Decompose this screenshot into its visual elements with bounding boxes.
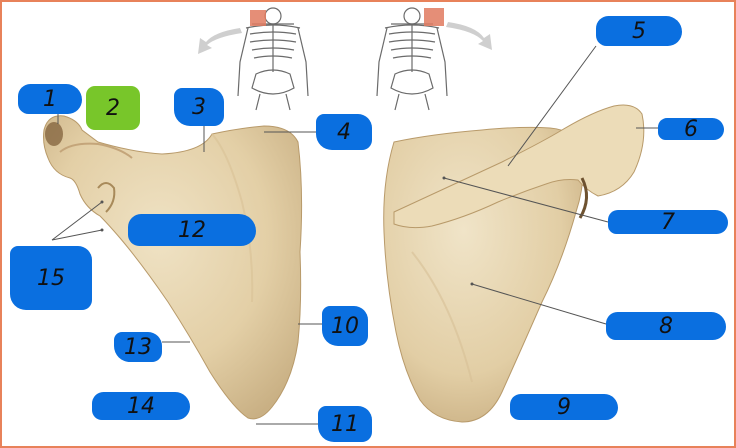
marker-dots (100, 176, 474, 286)
rotation-arrow-icon (198, 22, 492, 54)
leader-lines (51, 45, 660, 425)
label-3[interactable]: 3 (174, 88, 224, 126)
label-15[interactable]: 15 (10, 246, 92, 310)
label-1[interactable]: 1 (18, 84, 82, 114)
label-14[interactable]: 14 (92, 392, 190, 420)
scapula-anterior-view (43, 115, 303, 420)
label-12[interactable]: 12 (128, 214, 256, 246)
skeleton-posterior-icon (376, 7, 448, 111)
label-11[interactable]: 11 (318, 406, 372, 442)
label-5[interactable]: 5 (596, 16, 682, 46)
scapula-posterior-view (383, 104, 645, 423)
label-4[interactable]: 4 (316, 114, 372, 150)
label-7[interactable]: 7 (608, 210, 728, 235)
skeleton-anterior-icon (237, 7, 309, 111)
label-6[interactable]: 6 (658, 117, 724, 142)
label-13[interactable]: 13 (114, 332, 162, 362)
label-8[interactable]: 8 (606, 312, 726, 340)
label-10[interactable]: 10 (322, 306, 368, 346)
label-2[interactable]: 2 (86, 86, 140, 130)
label-9[interactable]: 9 (510, 394, 618, 420)
